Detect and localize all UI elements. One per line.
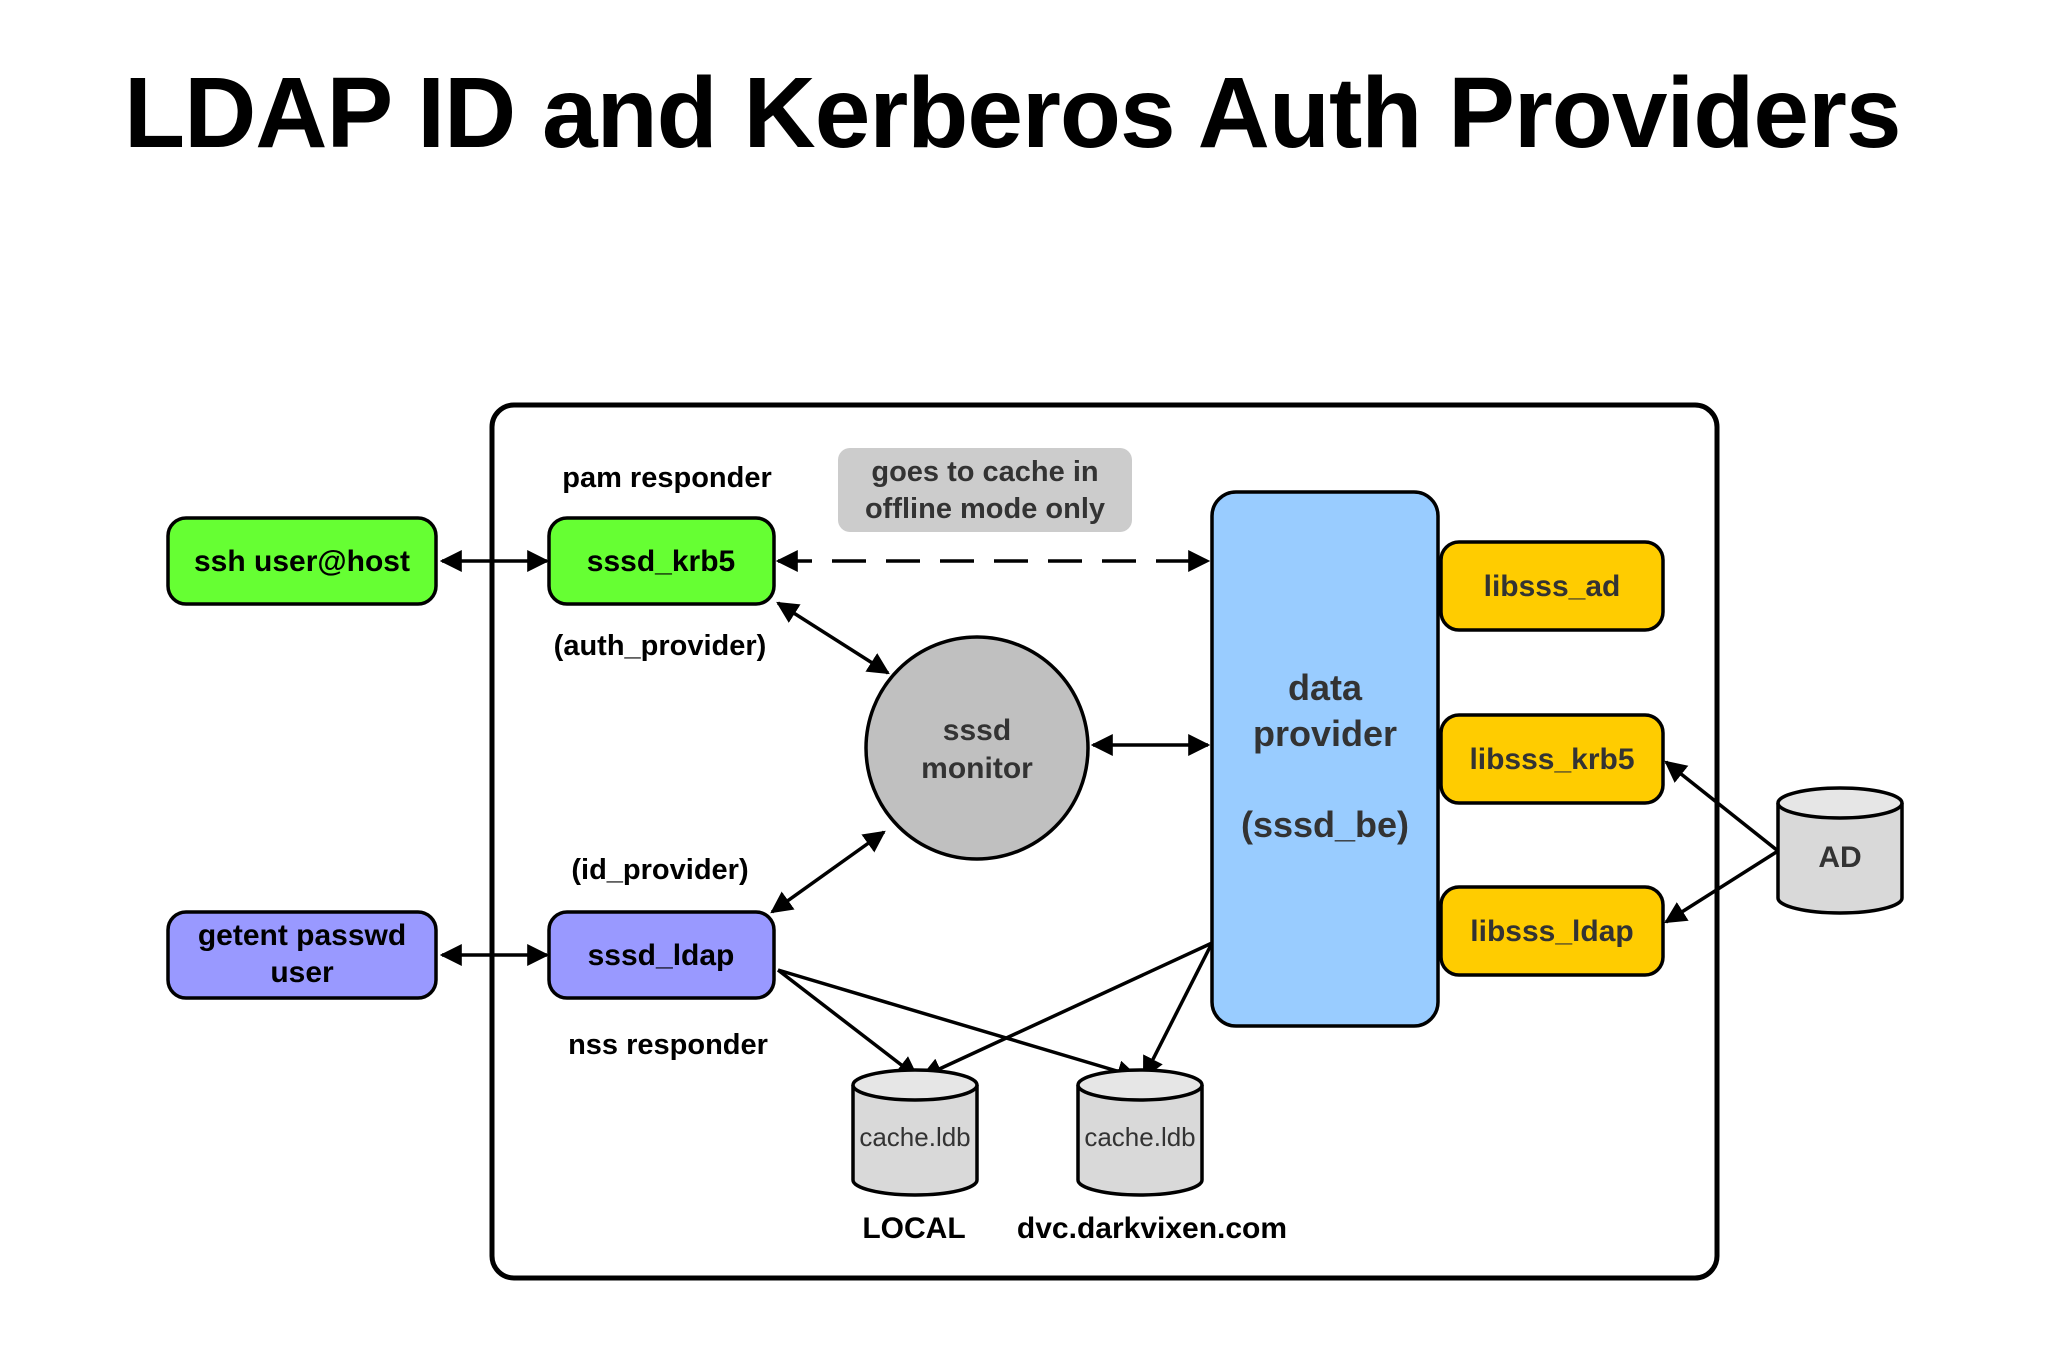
arrow-ldap-cache-remote xyxy=(777,968,1140,1082)
sssd-krb5-node: sssd_krb5 xyxy=(547,516,776,606)
dp-label-1: data xyxy=(1288,667,1363,708)
libsss-ad-label: libsss_ad xyxy=(1484,570,1621,603)
libsss-ldap-label: libsss_ldap xyxy=(1470,915,1633,948)
id-provider-label: (id_provider) xyxy=(571,854,748,886)
monitor-label-2: monitor xyxy=(921,752,1033,785)
note-line-2: offline mode only xyxy=(865,493,1105,525)
offline-note: goes to cache in offline mode only xyxy=(838,448,1132,532)
monitor-label-1: sssd xyxy=(943,714,1011,747)
sssd-ldap-node: sssd_ldap xyxy=(547,910,776,1000)
data-provider-node: data provider (sssd_be) xyxy=(1210,490,1440,1028)
getent-client-node: getent passwd user xyxy=(166,910,438,1000)
sssd-krb5-label: sssd_krb5 xyxy=(587,545,735,578)
arrow-dp-cache-remote xyxy=(1142,942,1214,1079)
dp-label-3: (sssd_be) xyxy=(1241,804,1409,845)
getent-label-2: user xyxy=(270,956,334,989)
cache-local-label: cache.ldb xyxy=(859,1122,970,1152)
arrow-ldap-cache-local xyxy=(776,968,919,1079)
ssh-label: ssh user@host xyxy=(194,545,410,578)
note-line-1: goes to cache in xyxy=(871,456,1098,488)
connectors xyxy=(439,550,1780,1082)
sssd-ldap-label: sssd_ldap xyxy=(588,939,735,972)
libsss-ad-node: libsss_ad xyxy=(1439,540,1665,632)
pam-responder-label: pam responder xyxy=(562,462,772,494)
remote-domain-label: dvc.darkvixen.com xyxy=(1017,1212,1287,1245)
dp-label-2: provider xyxy=(1253,713,1397,754)
arrow-ad-libsss-ldap xyxy=(1664,849,1779,924)
sssd-monitor-node: sssd monitor xyxy=(864,635,1090,861)
cache-local-database: cache.ldb xyxy=(851,1068,979,1197)
libsss-ldap-node: libsss_ldap xyxy=(1439,885,1665,977)
local-domain-label: LOCAL xyxy=(862,1212,965,1245)
nss-responder-label: nss responder xyxy=(568,1029,768,1061)
cache-remote-label: cache.ldb xyxy=(1084,1122,1195,1152)
arrow-krb5-monitor xyxy=(776,601,890,675)
auth-provider-label: (auth_provider) xyxy=(554,630,767,662)
ad-label: AD xyxy=(1818,841,1861,874)
arrow-ad-libsss-krb5 xyxy=(1664,760,1780,853)
getent-label-1: getent passwd xyxy=(198,919,406,952)
cache-remote-database: cache.ldb xyxy=(1076,1068,1204,1197)
arrow-ldap-monitor xyxy=(770,830,886,914)
libsss-krb5-node: libsss_krb5 xyxy=(1439,713,1665,805)
arrow-dp-cache-local xyxy=(920,941,1213,1079)
libsss-krb5-label: libsss_krb5 xyxy=(1469,743,1634,776)
ssh-client-node: ssh user@host xyxy=(166,516,438,606)
ad-database-node: AD xyxy=(1776,786,1904,915)
page-title: LDAP ID and Kerberos Auth Providers xyxy=(124,57,1901,169)
